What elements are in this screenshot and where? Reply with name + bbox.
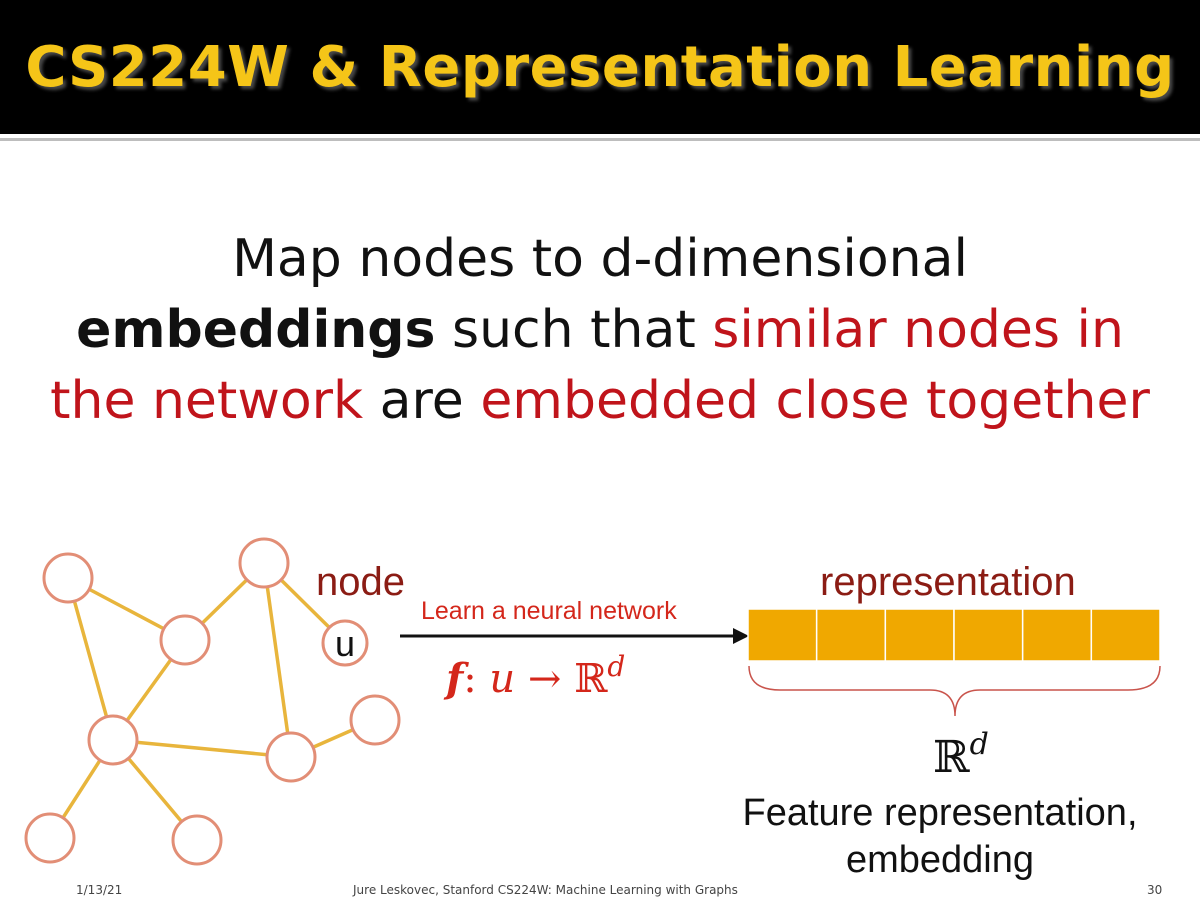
function-colon: : xyxy=(463,656,490,702)
graph-edge xyxy=(111,738,293,759)
embedding-space-d: d xyxy=(969,727,989,762)
function-f: f xyxy=(446,655,464,702)
node-label: node xyxy=(316,560,405,604)
embedding-vector xyxy=(747,608,1161,662)
vector-cell xyxy=(1021,608,1093,662)
vector-cell xyxy=(884,608,955,662)
footer-page-number: 30 xyxy=(1147,883,1163,897)
graph-node xyxy=(171,814,223,866)
embedding-brace xyxy=(748,665,1161,717)
feature-label-line1: Feature representation, xyxy=(742,792,1138,834)
footer-date: 1/13/21 xyxy=(76,883,123,897)
statement-part1: Map nodes to d-dimensional xyxy=(232,229,968,289)
graph-node xyxy=(238,537,290,589)
arrow-label: Learn a neural network xyxy=(421,597,677,625)
graph-nodes xyxy=(24,537,401,866)
statement-embedded-close: embedded close together xyxy=(480,371,1150,431)
statement-similar-nodes: similar nodes in the network xyxy=(50,300,1124,431)
title-divider xyxy=(0,138,1200,141)
mapping-arrow xyxy=(400,628,749,644)
statement-embeddings: embeddings xyxy=(76,300,436,360)
embedding-space-reals: ℝ xyxy=(933,732,970,783)
graph-node xyxy=(24,812,76,864)
representation-label: representation xyxy=(820,560,1076,604)
vector-cell xyxy=(747,608,818,662)
vector-cell xyxy=(815,608,887,662)
graph-node xyxy=(265,731,317,783)
function-arrow: → xyxy=(515,656,575,702)
function-d: d xyxy=(607,650,626,683)
footer-credit: Jure Leskovec, Stanford CS224W: Machine … xyxy=(353,883,738,897)
graph-node xyxy=(159,614,211,666)
statement-part5: are xyxy=(363,371,481,431)
statement-part3: such that xyxy=(435,300,713,360)
embedding-space: ℝd xyxy=(933,727,989,783)
graph-node xyxy=(87,714,139,766)
function-u: u xyxy=(489,656,516,702)
title-bar xyxy=(0,0,1200,134)
statement: Map nodes to d-dimensional embeddings suc… xyxy=(50,224,1150,437)
graph-edge xyxy=(262,561,293,759)
function-reals: ℝ xyxy=(574,656,608,702)
graph-edge xyxy=(66,576,115,742)
vector-cell xyxy=(953,608,1024,662)
feature-label-line2: embedding xyxy=(845,839,1035,881)
feature-representation-label: Feature representation, embedding xyxy=(720,790,1160,884)
vector-cell xyxy=(1090,608,1161,662)
node-u-circle xyxy=(321,619,369,667)
slide-title: CS224W & Representation Learning xyxy=(25,34,1175,100)
node-u-label: u xyxy=(335,623,355,664)
graph-node xyxy=(42,552,94,604)
mapping-function: f: u → ℝd xyxy=(446,650,625,702)
graph-node xyxy=(349,694,401,746)
